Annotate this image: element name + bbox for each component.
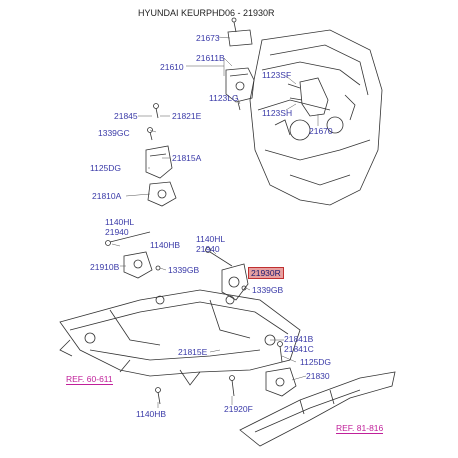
mount-21910B [105,231,161,279]
top-bracket [227,17,253,47]
label-21845[interactable]: 21845 [114,111,138,121]
label-1339GB-a[interactable]: 1339GB [168,265,200,275]
label-21810A[interactable]: 21810A [92,191,122,201]
label-21841B[interactable]: 21841B [284,334,314,344]
subframe [59,289,301,386]
bracket-21670 [287,77,329,117]
label-21841C[interactable]: 21841C [284,344,314,354]
label-1125DG-b[interactable]: 1125DG [300,357,332,367]
label-21940-b[interactable]: 21940 [196,244,220,254]
label-21940-a[interactable]: 21940 [105,227,129,237]
side-member [239,371,396,447]
mount-21830 [155,341,297,405]
label-1339GC[interactable]: 1339GC [98,128,130,138]
diagram-title: HYUNDAI KEURPHD06 - 21930R [138,8,275,18]
transmission-mount [145,103,177,207]
engine-mount-21610 [225,67,255,111]
label-1123SH[interactable]: 1123SH [262,108,293,118]
label-21611B[interactable]: 21611B [196,53,225,63]
label-1140HL-b[interactable]: 1140HL [196,234,226,244]
label-1140HB-b[interactable]: 1140HB [136,409,167,419]
label-21815E[interactable]: 21815E [178,347,208,357]
label-21920F[interactable]: 21920F [224,404,253,414]
mount-21930R [205,247,249,301]
label-1123LG[interactable]: 1123LG [209,93,239,103]
label-21930R-highlighted[interactable]: 21930R [248,267,284,279]
label-1140HL-a[interactable]: 1140HL [105,217,135,227]
label-21815A[interactable]: 21815A [172,153,202,163]
label-21673[interactable]: 21673 [196,33,220,43]
label-21830[interactable]: 21830 [306,371,330,381]
label-21910B[interactable]: 21910B [90,262,120,272]
ref-60-611-link[interactable]: REF. 60-611 [66,374,113,385]
label-21610[interactable]: 21610 [160,62,184,72]
label-1123SF[interactable]: 1123SF [262,70,292,80]
engine-outline [249,29,383,206]
ref-81-816-link[interactable]: REF. 81-816 [336,423,384,434]
label-1140HB-a[interactable]: 1140HB [150,240,181,250]
label-1339GB-b[interactable]: 1339GB [252,285,284,295]
label-1125DG-a[interactable]: 1125DG [90,163,122,173]
label-21821E[interactable]: 21821E [172,111,202,121]
label-21670[interactable]: 21670 [309,126,333,136]
